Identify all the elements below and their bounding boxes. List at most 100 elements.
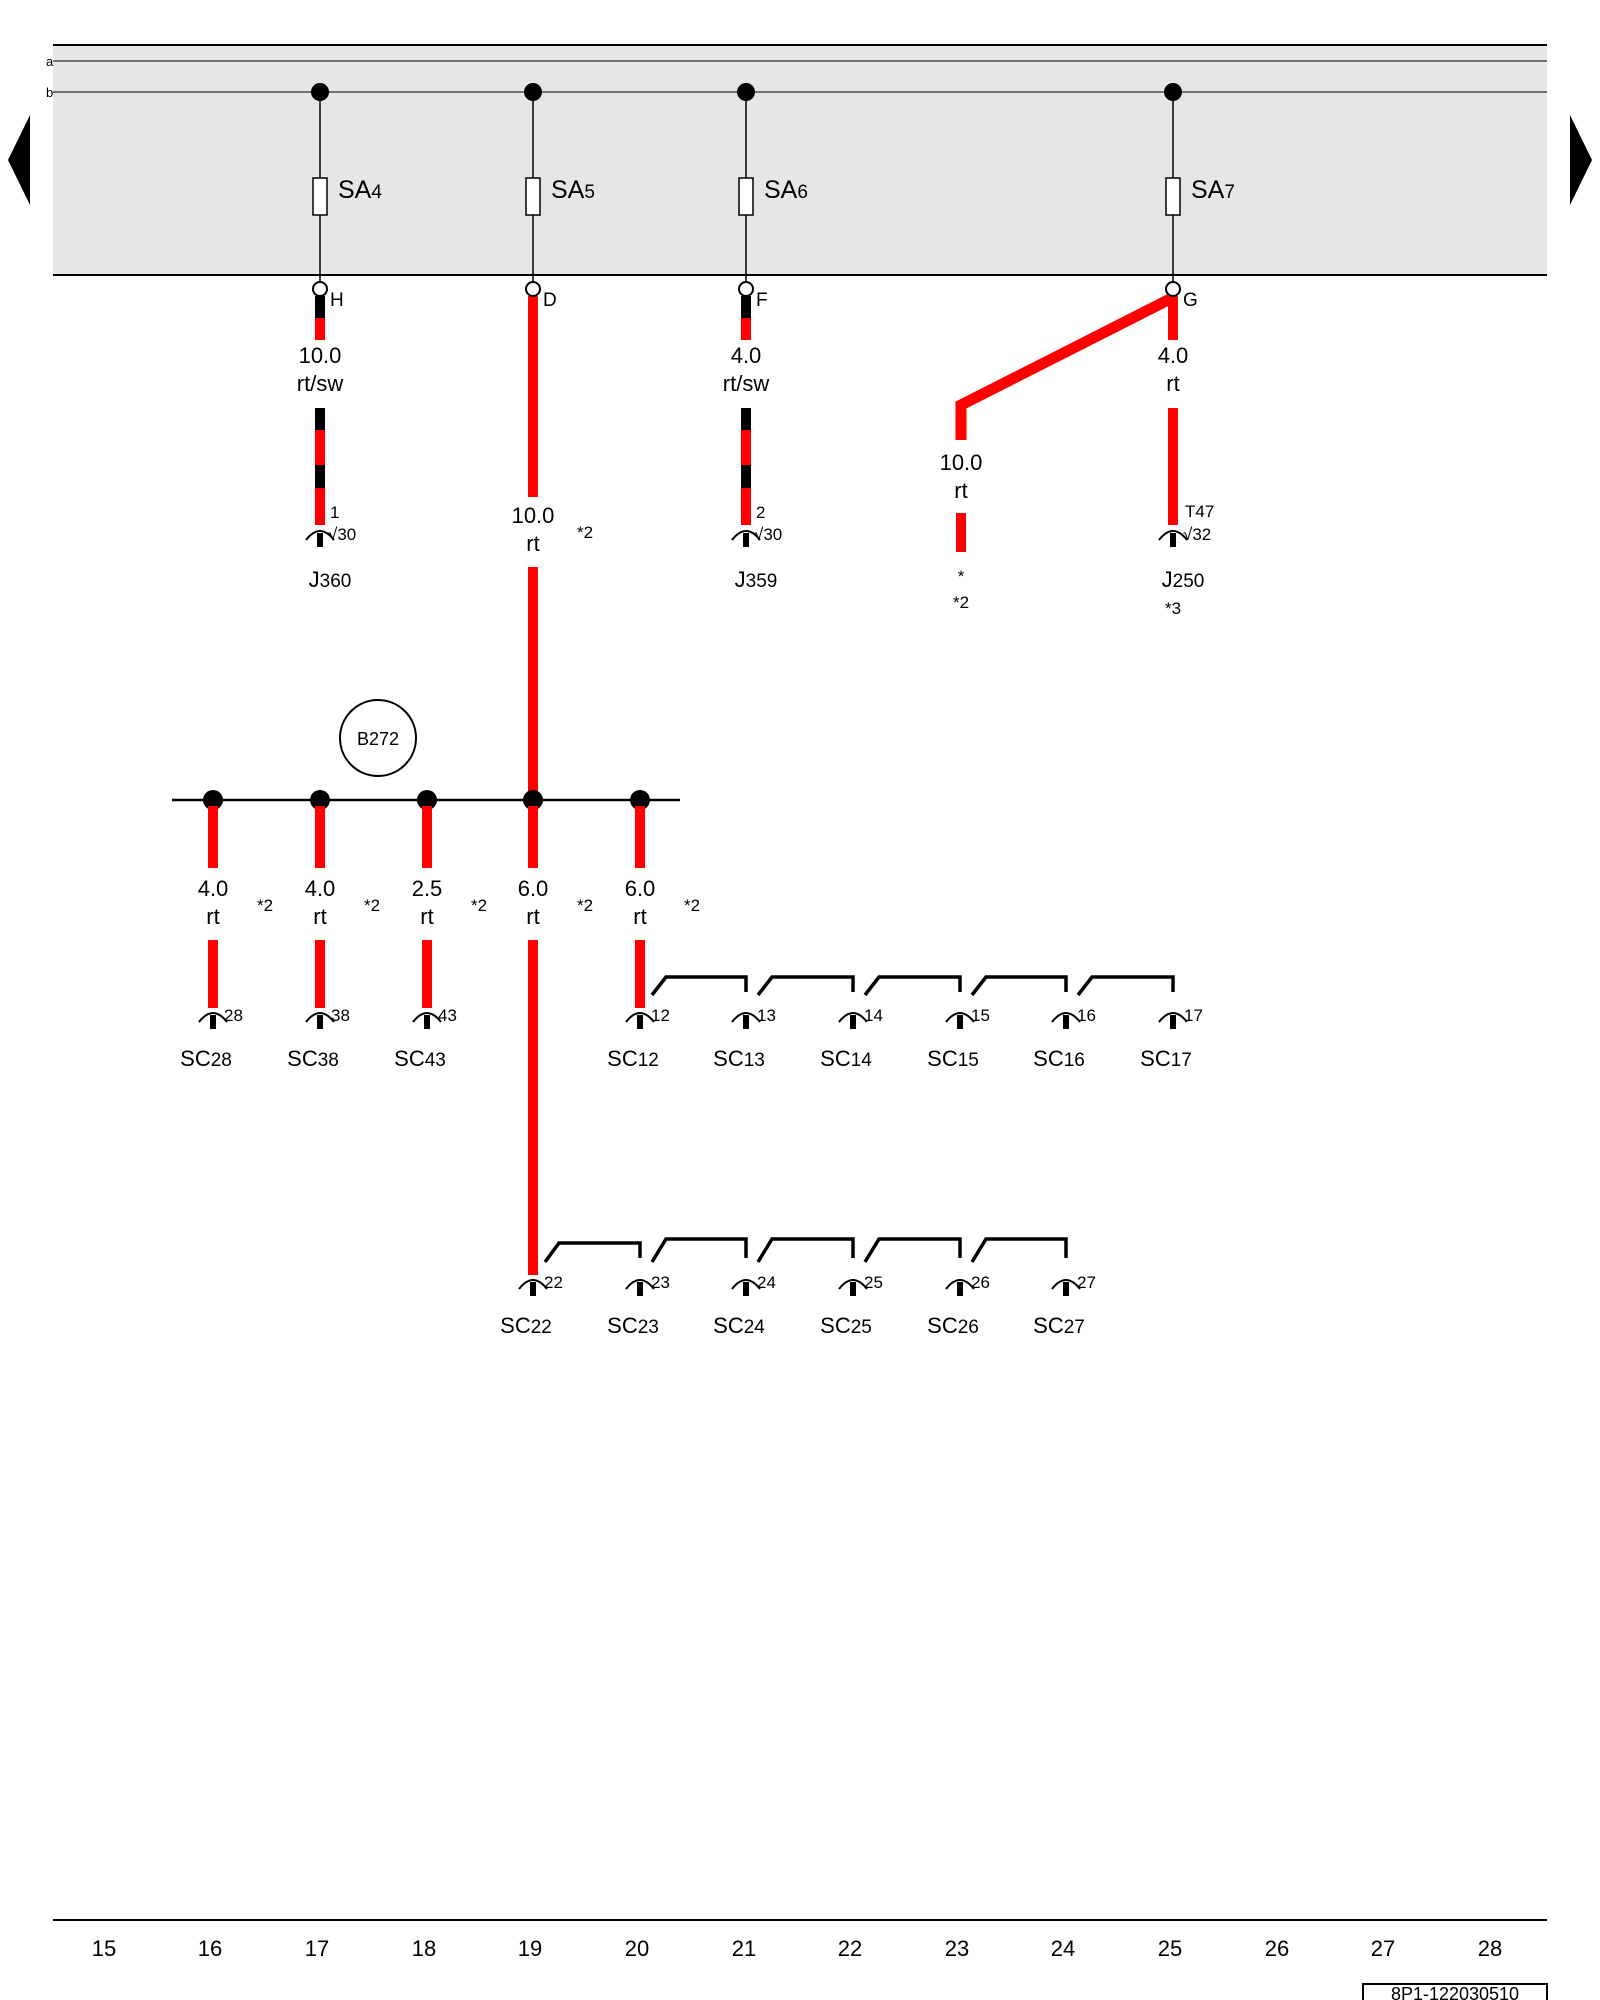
svg-text:16: 16 <box>198 1936 222 1961</box>
wire-g-color: rt <box>1166 371 1179 396</box>
svg-text:22: 22 <box>838 1936 862 1961</box>
wire-22-color: rt <box>526 904 539 929</box>
wire-28-note: *2 <box>257 896 273 915</box>
connector-sc38: 38 SC38 <box>287 1006 350 1071</box>
svg-text:28: 28 <box>224 1006 243 1025</box>
sc17-label: SC17 <box>1140 1046 1192 1071</box>
arrow-right-icon[interactable] <box>1570 115 1592 205</box>
wire-38-color: rt <box>313 904 326 929</box>
arrow-left-icon[interactable] <box>8 115 30 205</box>
wire-h-size: 10.0 <box>299 343 342 368</box>
wire-12-note: *2 <box>684 896 700 915</box>
svg-text:25: 25 <box>864 1273 883 1292</box>
fuse-sa5: SA5 <box>524 83 595 285</box>
wire-g-size: 4.0 <box>1158 343 1189 368</box>
terminal-h <box>312 281 328 297</box>
jumper-chain-upper <box>650 975 1175 997</box>
svg-text:15: 15 <box>92 1936 116 1961</box>
connector-j360 <box>305 530 335 547</box>
rail-b-label: b <box>46 85 53 100</box>
splice-b272-marker <box>339 699 417 777</box>
wire-28-color: rt <box>206 904 219 929</box>
j250-pin-top: T47 <box>1185 502 1214 521</box>
wire-d-note: *2 <box>577 523 593 542</box>
fuse-sa7: SA7 <box>1164 83 1235 285</box>
terminal-d <box>525 281 541 297</box>
svg-text:26: 26 <box>1265 1936 1289 1961</box>
svg-text:14: 14 <box>864 1006 883 1025</box>
svg-text:16: 16 <box>1077 1006 1096 1025</box>
svg-text:13: 13 <box>757 1006 776 1025</box>
wire-f-size: 4.0 <box>731 343 762 368</box>
j250-pin: √32 <box>1183 525 1211 544</box>
connector-sc26: 26 SC26 <box>927 1273 990 1338</box>
sc27-label: SC27 <box>1033 1313 1085 1338</box>
svg-text:43: 43 <box>438 1006 457 1025</box>
fuse-sa5-label: SA5 <box>551 176 595 204</box>
svg-text:18: 18 <box>412 1936 436 1961</box>
splice-node-38 <box>310 790 330 810</box>
fuse-sa6-label: SA6 <box>764 176 808 204</box>
sc14-label: SC14 <box>820 1046 872 1071</box>
wire-12-size: 6.0 <box>625 876 656 901</box>
svg-text:21: 21 <box>732 1936 756 1961</box>
fuse-sa4: SA4 <box>311 83 382 285</box>
connector-sc28: 28 SC28 <box>180 1006 243 1071</box>
svg-text:20: 20 <box>625 1936 649 1961</box>
connector-j359 <box>731 530 761 547</box>
j250-note: *3 <box>1165 599 1181 618</box>
sc23-label: SC23 <box>607 1313 659 1338</box>
wire-g2-note2: *2 <box>953 593 969 612</box>
sc24-label: SC24 <box>713 1313 765 1338</box>
rail-a-label: a <box>46 54 54 69</box>
sc13-label: SC13 <box>713 1046 765 1071</box>
svg-text:25: 25 <box>1158 1936 1182 1961</box>
connector-sc16: 16 SC16 <box>1033 1006 1096 1071</box>
connector-sc17: 17 SC17 <box>1140 1006 1203 1071</box>
doc-id-box <box>1362 1983 1548 2000</box>
connector-j250 <box>1158 530 1188 547</box>
fuse-sa4-label: SA4 <box>338 176 382 204</box>
svg-text:17: 17 <box>1184 1006 1203 1025</box>
svg-text:28: 28 <box>1478 1936 1502 1961</box>
wire-22-note: *2 <box>577 896 593 915</box>
sc15-label: SC15 <box>927 1046 979 1071</box>
branch-wires <box>208 806 645 1275</box>
wire-28-size: 4.0 <box>198 876 229 901</box>
sc25-label: SC25 <box>820 1313 872 1338</box>
terminal-f <box>738 281 754 297</box>
splice-node-22 <box>523 790 543 810</box>
svg-text:23: 23 <box>945 1936 969 1961</box>
doc-id: 8P1-122030510 <box>1391 1984 1519 2000</box>
j359-pin-top: 2 <box>756 503 765 522</box>
connector-sc24: 24 SC24 <box>713 1273 776 1338</box>
terminal-f-label: F <box>756 290 768 311</box>
fuse-panel <box>53 45 1547 275</box>
wire-43-note: *2 <box>471 896 487 915</box>
svg-text:23: 23 <box>651 1273 670 1292</box>
j360-label: J360 <box>309 567 352 592</box>
connector-sc14: 14 SC14 <box>820 1006 883 1071</box>
svg-text:12: 12 <box>651 1006 670 1025</box>
connector-sc23: 23 SC23 <box>607 1273 670 1338</box>
svg-text:27: 27 <box>1371 1936 1395 1961</box>
svg-text:17: 17 <box>305 1936 329 1961</box>
wire-f-color: rt/sw <box>723 371 770 396</box>
connector-sc12: 12 SC12 <box>607 1006 670 1071</box>
wire-22-size: 6.0 <box>518 876 549 901</box>
sc26-label: SC26 <box>927 1313 979 1338</box>
svg-text:19: 19 <box>518 1936 542 1961</box>
j360-pin: √30 <box>328 525 356 544</box>
j360-pin-top: 1 <box>330 503 339 522</box>
svg-text:26: 26 <box>971 1273 990 1292</box>
j359-label: J359 <box>735 567 778 592</box>
jumper-chain-lower <box>543 1237 1068 1264</box>
connector-sc25: 25 SC25 <box>820 1273 883 1338</box>
wire-g2-size: 10.0 <box>940 450 983 475</box>
j359-pin: √30 <box>754 525 782 544</box>
splice-node-43 <box>417 790 437 810</box>
fuse-sa6: SA6 <box>737 83 808 285</box>
terminal-h-label: H <box>330 290 344 311</box>
wire-d-color: rt <box>526 531 539 556</box>
